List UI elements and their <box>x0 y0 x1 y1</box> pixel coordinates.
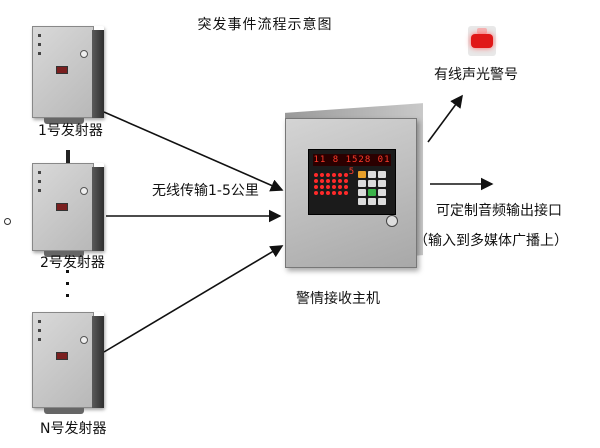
arrow-receiver-to-alarm <box>427 94 463 143</box>
audio-output-label: 可定制音频输出接口 <box>436 203 562 219</box>
status-led-icon <box>56 203 68 211</box>
receiver-label: 警情接收主机 <box>296 291 380 307</box>
indicator-led-grid-icon <box>313 172 353 196</box>
arrow-txn-to-receiver <box>103 245 284 353</box>
keypad-icon <box>357 170 393 206</box>
transmitter-n-label: N号发射器 <box>40 421 107 437</box>
receiver-display: 11 8 1528 01 5 <box>313 154 391 177</box>
transmitter-n-device <box>32 312 104 414</box>
arrow-tx1-to-receiver <box>103 111 284 192</box>
transmitter-1-device <box>32 26 104 124</box>
antenna-icon <box>66 150 70 164</box>
edge-marker-icon <box>4 218 11 225</box>
lock-icon <box>386 215 398 227</box>
transmitter-2-device <box>32 163 104 257</box>
transmitter-1-label: 1号发射器 <box>38 123 103 139</box>
wireless-transmission-label: 无线传输1-5公里 <box>152 183 259 199</box>
receiver-device: 11 8 1528 01 5 <box>285 118 417 268</box>
alarm-label: 有线声光警号 <box>434 67 518 83</box>
status-led-icon <box>56 66 68 74</box>
diagram-title: 突发事件流程示意图 <box>197 17 333 33</box>
status-led-icon <box>56 352 68 360</box>
alarm-light-icon <box>462 18 502 56</box>
receiver-control-panel: 11 8 1528 01 5 <box>308 149 396 215</box>
audio-output-sub-label: （输入到多媒体广播上） <box>414 233 568 249</box>
transmitter-2-label: 2号发射器 <box>40 255 105 271</box>
more-transmitters-ellipsis <box>66 270 70 306</box>
